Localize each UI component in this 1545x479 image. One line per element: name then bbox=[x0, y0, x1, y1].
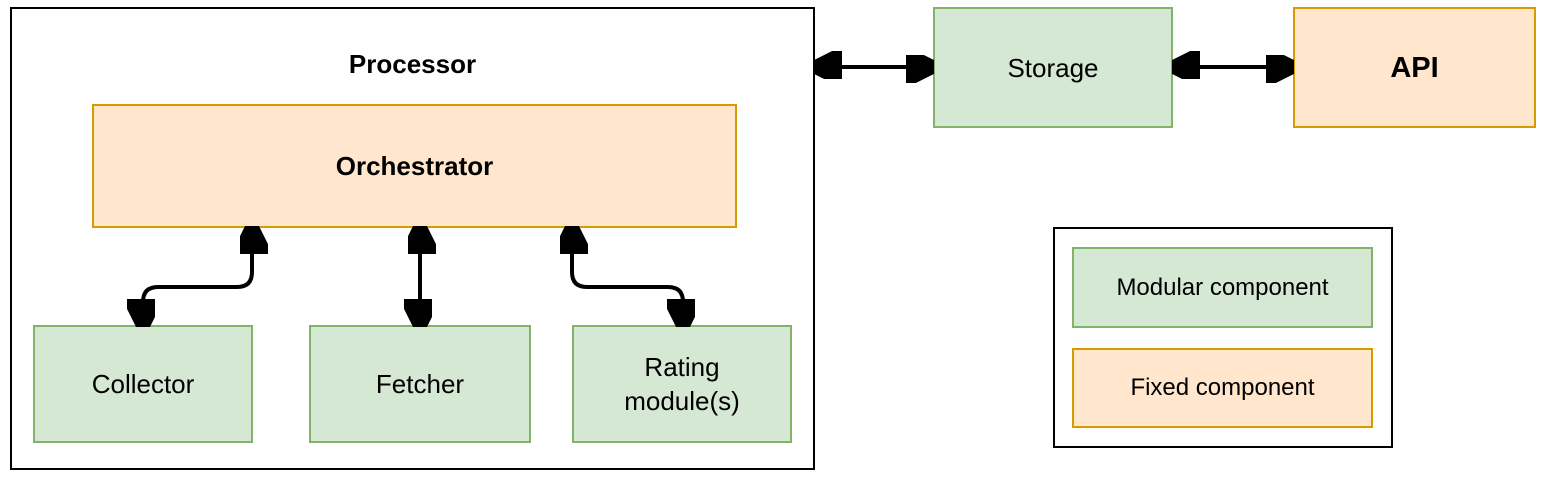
api-box: API bbox=[1293, 7, 1536, 128]
orchestrator-box: Orchestrator bbox=[92, 104, 737, 228]
rating-module-label: Rating module(s) bbox=[624, 352, 740, 416]
legend-fixed-label: Fixed component bbox=[1130, 374, 1315, 401]
fetcher-label: Fetcher bbox=[375, 369, 465, 399]
api-label: API bbox=[1390, 51, 1439, 84]
legend-modular-box: Modular component bbox=[1072, 247, 1373, 328]
fetcher-box: Fetcher bbox=[309, 325, 531, 443]
storage-label: Storage bbox=[1007, 52, 1099, 83]
rating-module-box: Rating module(s) bbox=[572, 325, 792, 443]
collector-box: Collector bbox=[33, 325, 253, 443]
collector-label: Collector bbox=[91, 369, 195, 399]
legend-fixed-box: Fixed component bbox=[1072, 348, 1373, 428]
legend-modular-label: Modular component bbox=[1116, 273, 1329, 301]
processor-title: Processor bbox=[348, 49, 477, 79]
storage-box: Storage bbox=[933, 7, 1173, 128]
orchestrator-label: Orchestrator bbox=[335, 151, 494, 181]
